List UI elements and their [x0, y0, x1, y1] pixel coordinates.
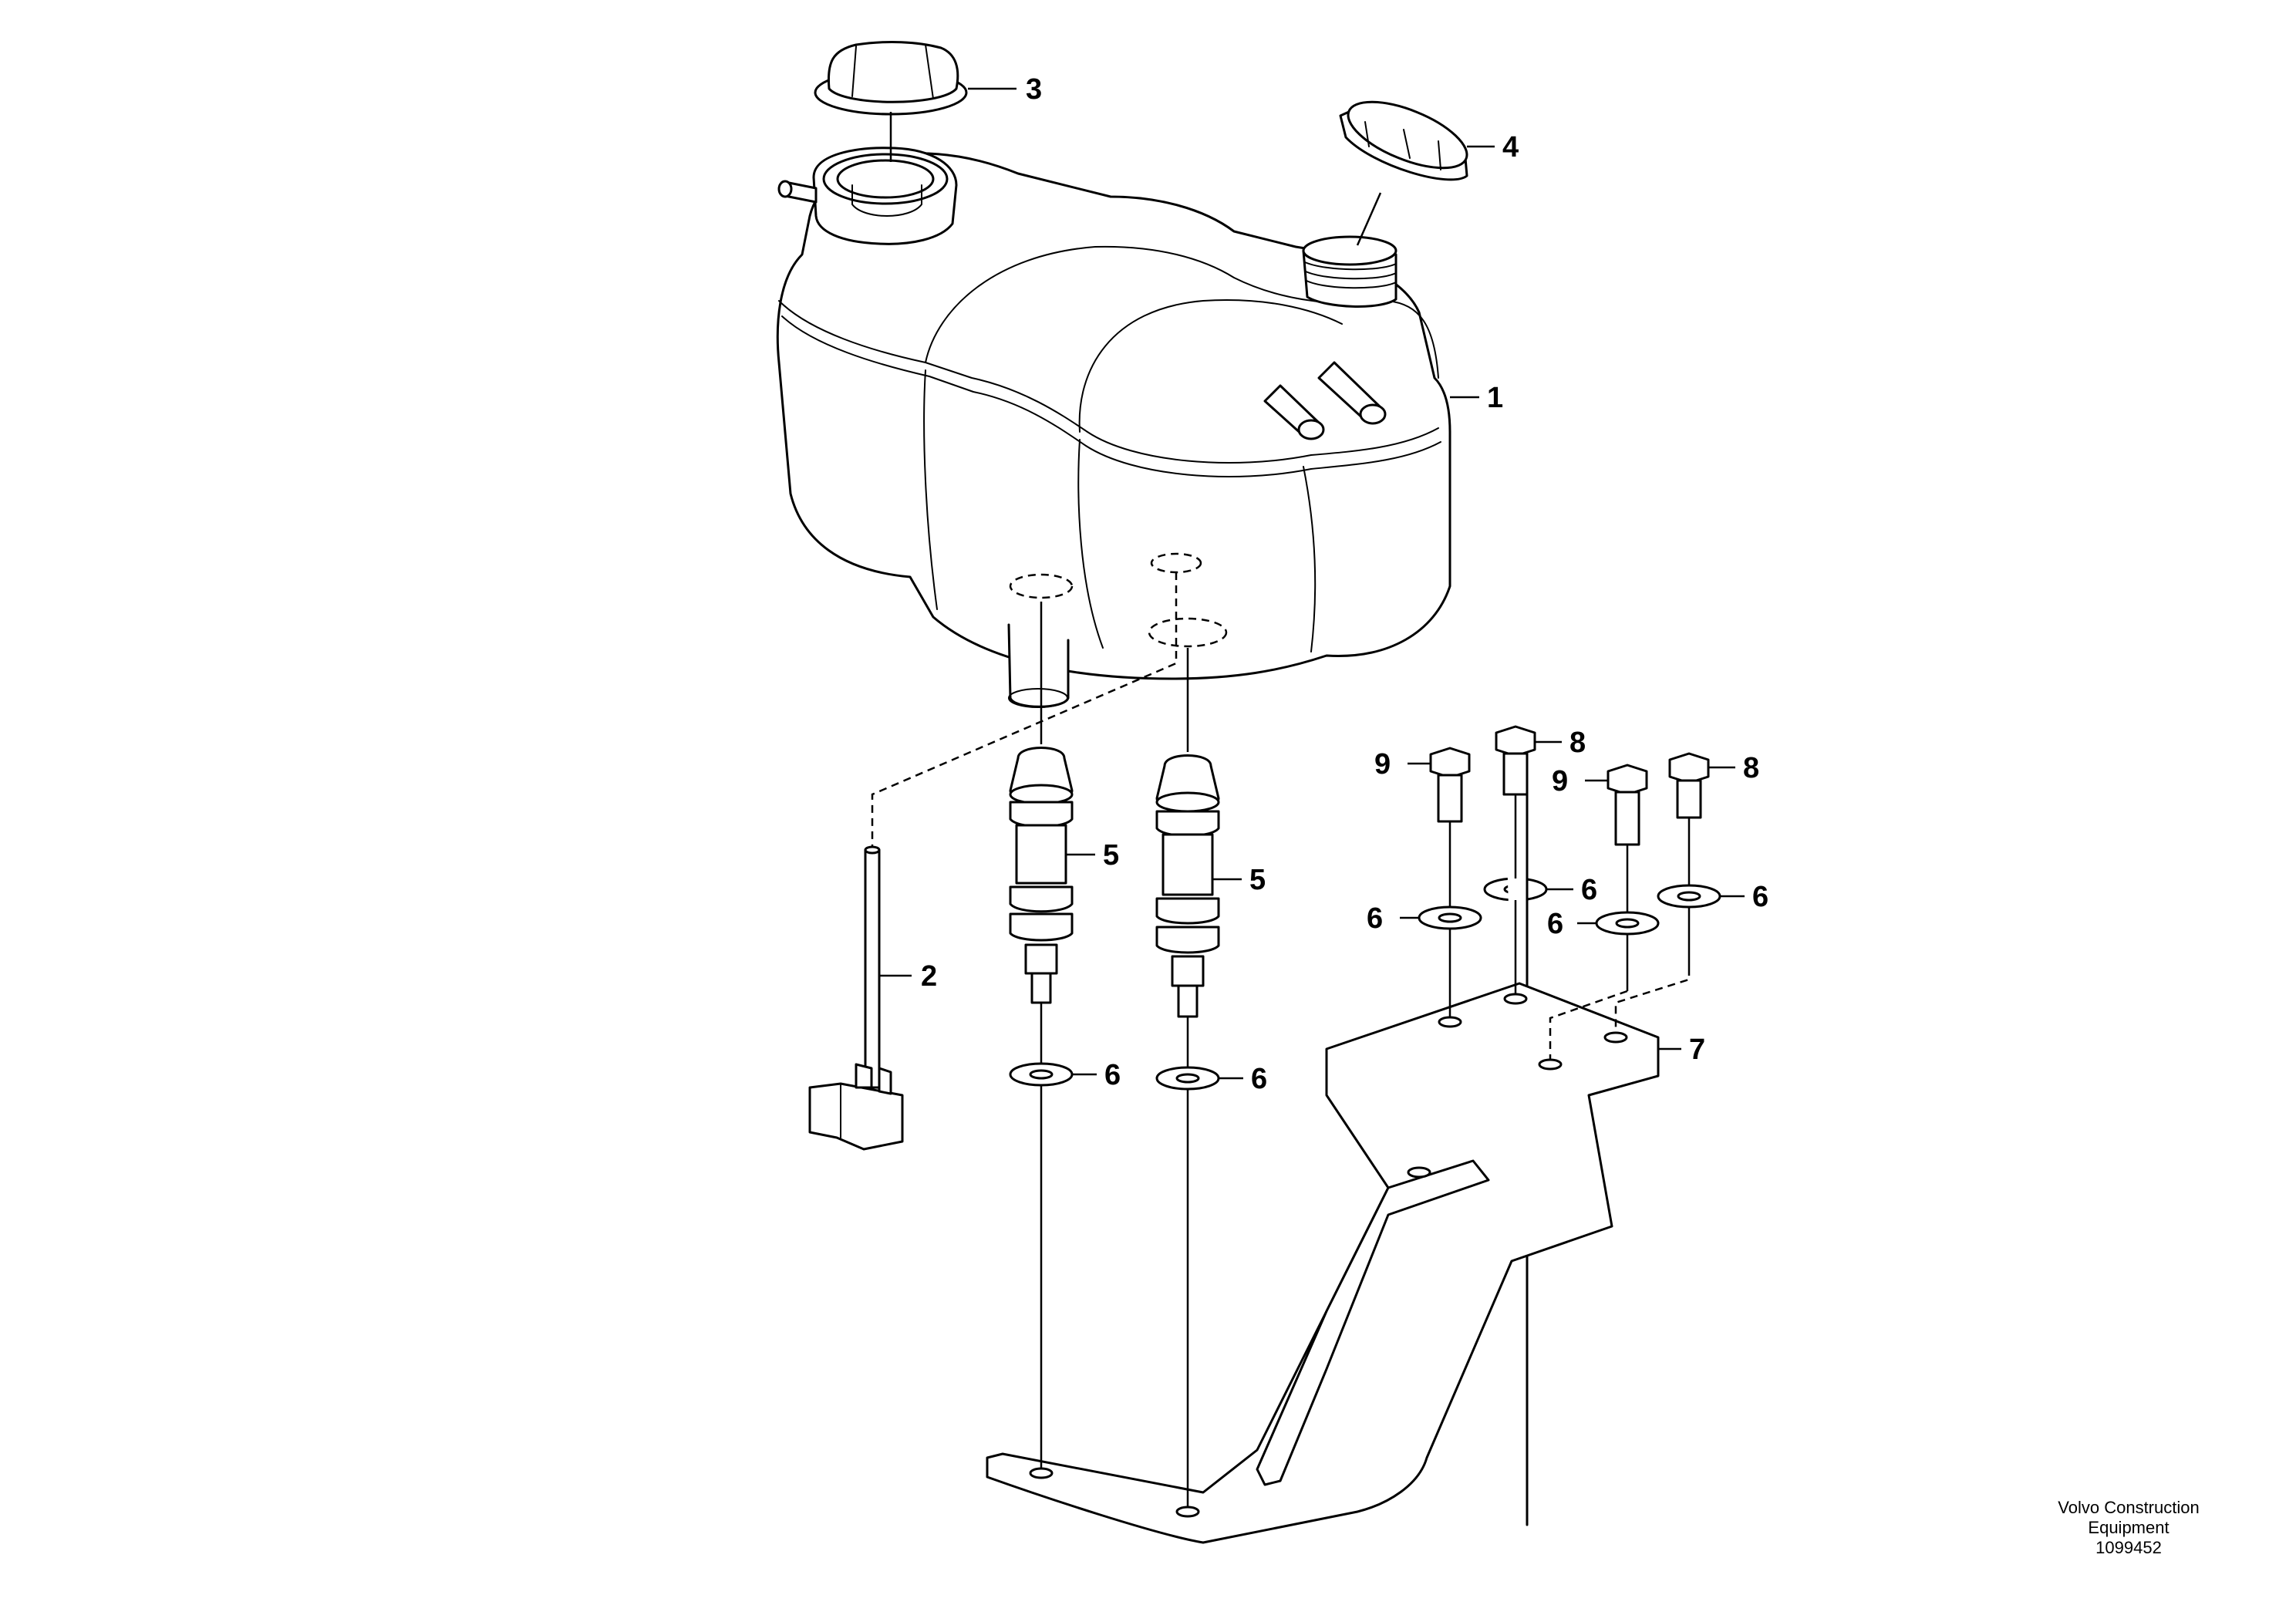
- filler-cap: [1339, 100, 1468, 181]
- callout-6-bolt-c: 6: [1547, 908, 1563, 940]
- callout-6-mount-left: 6: [1104, 1059, 1121, 1091]
- callout-1: 1: [1487, 382, 1503, 414]
- assembly-lines: [871, 87, 1745, 1507]
- footer-company-2: Equipment: [2088, 1518, 2170, 1537]
- callout-6-bolt-b: 6: [1581, 874, 1597, 906]
- callout-8-right: 8: [1743, 752, 1759, 784]
- level-sensor: [808, 845, 904, 1151]
- footer-company: Volvo Construction: [2058, 1498, 2200, 1517]
- footer-drawing-number: 1099452: [2095, 1538, 2162, 1557]
- callout-5-left: 5: [1103, 839, 1119, 872]
- expansion-tank: [776, 147, 1451, 708]
- callout-5-right: 5: [1249, 864, 1266, 896]
- callout-9-right: 9: [1552, 765, 1568, 798]
- rubber-mount-left: [1009, 747, 1074, 1004]
- rubber-mount-right: [1155, 754, 1220, 1018]
- callout-6-bolt-a: 6: [1367, 902, 1383, 935]
- pressure-cap: [814, 41, 968, 116]
- mounting-bracket: [986, 982, 1660, 1544]
- callout-7: 7: [1689, 1034, 1705, 1066]
- callout-8-left: 8: [1569, 727, 1586, 759]
- callout-labels: 3 4 1 2 5 5 6 6 6 6 6 6 7 9 8 9 8: [921, 73, 1768, 1095]
- callout-4: 4: [1502, 131, 1519, 164]
- callout-2: 2: [921, 960, 937, 993]
- drawing-footer: Volvo Construction Equipment 1099452: [2005, 1498, 2252, 1558]
- callout-6-bolt-d: 6: [1752, 881, 1768, 913]
- callout-6-mount-right: 6: [1251, 1063, 1267, 1095]
- callout-9-left: 9: [1374, 748, 1391, 781]
- callout-3: 3: [1026, 73, 1042, 106]
